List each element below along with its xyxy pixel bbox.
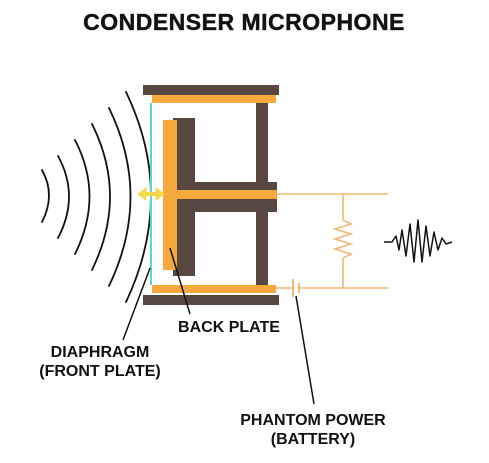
back-plate-label: BACK PLATE [178,319,280,336]
phantom-power-label: PHANTOM POWER [240,412,386,429]
sound-wave-arc [74,139,91,255]
sound-waves [41,91,152,303]
housing-right-wall [256,100,268,190]
back-plate-vertical [163,120,177,270]
phantom-power-leader [295,295,315,405]
vibration-arrow-icon [137,187,165,201]
leader-lines [122,247,315,405]
output-signal-icon [384,219,453,263]
battery-label: (BATTERY) [271,431,355,448]
housing-top [143,85,279,95]
sound-wave-arc [57,155,70,239]
housing-bottom [143,295,279,305]
back-plate [152,95,277,293]
diagram-title: CONDENSER MICROPHONE [83,9,405,35]
housing-top-plate [152,95,276,103]
housing-right-wall-lower [256,208,268,290]
back-plate-arm [177,190,277,199]
resistor-icon [332,219,354,259]
sound-wave-arc [108,107,132,287]
diaphragm-label: DIAPHRAGM [51,344,150,361]
diaphragm-leader [122,267,151,341]
back-plate-leader [169,247,191,315]
housing-bottom-plate [152,285,276,293]
sound-wave-arc [91,123,111,271]
sound-wave-arc [41,169,50,223]
circuit-wiring [276,193,388,297]
front-plate-label: (FRONT PLATE) [39,363,160,380]
